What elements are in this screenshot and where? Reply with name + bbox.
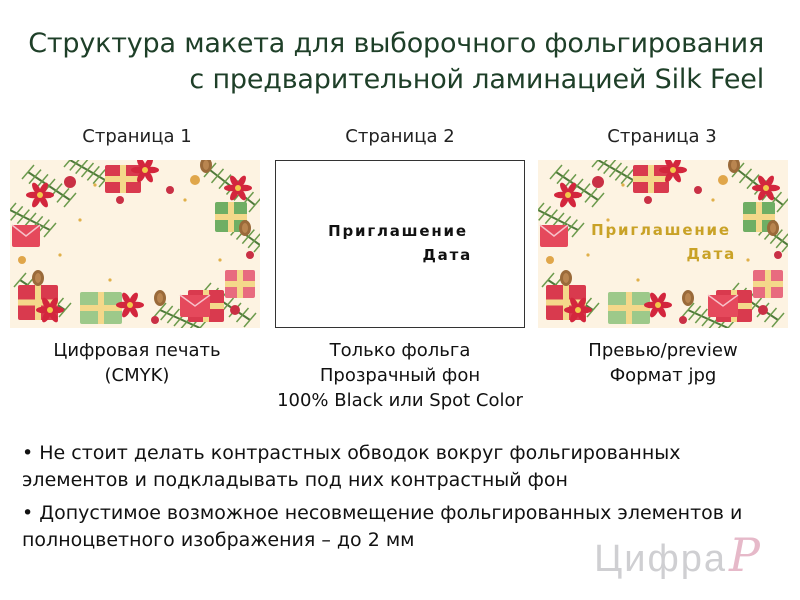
christmas-decor-illustration: [538, 160, 788, 328]
caption-page-3: Превью/preview Формат jpg: [528, 338, 798, 388]
page-3-card-preview: Приглашение Дата: [538, 160, 788, 328]
page-label-1: Страница 1: [82, 126, 192, 147]
caption-page-2: Только фольга Прозрачный фон 100% Black …: [265, 338, 535, 413]
brand-mark: P: [729, 528, 762, 582]
page-1-card-digital-print: [10, 160, 260, 328]
christmas-decor-illustration: [10, 160, 260, 328]
caption-line: (CMYK): [104, 365, 170, 386]
caption-line: Превью/preview: [588, 340, 738, 361]
title-line-2: с предварительной ламинацией Silk Feel: [189, 64, 764, 95]
brand-logo: ЦифраP: [594, 528, 762, 582]
gold-foil-invite-text: Приглашение Дата: [538, 218, 788, 266]
page-label-3: Страница 3: [607, 126, 717, 147]
invite-date: Дата: [686, 245, 736, 263]
page-label-2: Страница 2: [345, 126, 455, 147]
caption-page-1: Цифровая печать (CMYK): [2, 338, 272, 388]
caption-line: Прозрачный фон: [319, 365, 481, 386]
page-2-card-foil-only: Приглашение Дата: [275, 160, 525, 328]
caption-line: Цифровая печать: [53, 340, 221, 361]
caption-line: Только фольга: [329, 340, 471, 361]
invite-date: Дата: [422, 246, 472, 264]
brand-text: Цифра: [594, 538, 728, 580]
note-contrast-outline: • Не стоит делать контрастных обводок во…: [22, 442, 681, 491]
invite-title: Приглашение: [328, 222, 468, 240]
title-line-1: Структура макета для выборочного фольгир…: [28, 28, 764, 59]
invite-title: Приглашение: [591, 221, 731, 239]
caption-line: Формат jpg: [609, 365, 717, 386]
caption-line: 100% Black или Spot Color: [277, 390, 523, 411]
foil-invite-text: Приглашение Дата: [276, 219, 524, 267]
page-title: Структура макета для выборочного фольгир…: [28, 26, 764, 98]
notes-list: • Не стоит делать контрастных обводок во…: [22, 440, 792, 560]
note-misregistration: • Допустимое возможное несовмещение фоль…: [22, 502, 743, 551]
